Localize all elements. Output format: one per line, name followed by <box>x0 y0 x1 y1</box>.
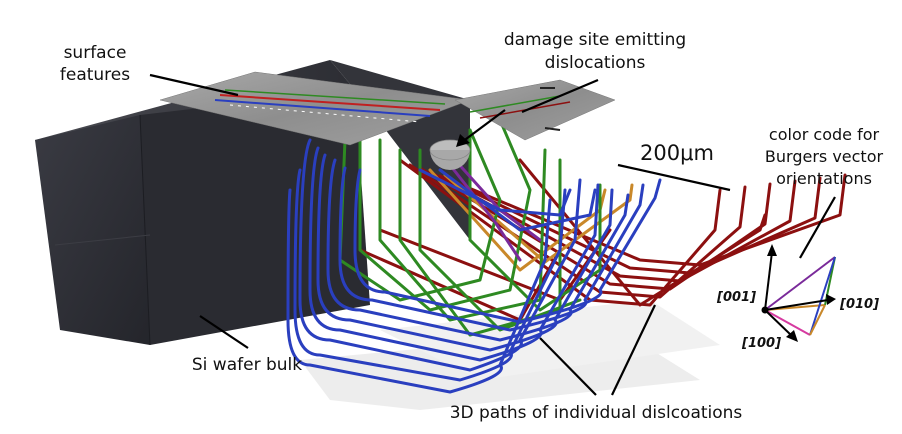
damage-site <box>429 139 471 170</box>
axis-label-010: [010] <box>839 297 879 312</box>
paths-label: 3D paths of individual dislcoations <box>450 403 743 423</box>
wafer-bulk-label: Si wafer bulk <box>192 355 302 375</box>
red-dislocation-path <box>518 158 767 307</box>
purple-dislocation-path <box>448 163 522 262</box>
blue-dislocation-path <box>286 188 552 394</box>
burgers-tetrahedron <box>764 256 836 336</box>
surface-features-label-1: surface <box>64 43 127 63</box>
leader-lines <box>149 73 836 396</box>
green-dislocation-path <box>418 148 582 332</box>
surface-plate-right <box>454 79 616 141</box>
blue-dislocation-path <box>308 146 600 362</box>
color-code-label-3: orientations <box>776 169 872 188</box>
surface-plate-left <box>159 71 471 146</box>
dislocation-paths <box>286 118 847 394</box>
scale-bar-label: 200μm <box>640 141 714 165</box>
axis-label-001: [001] <box>716 290 756 305</box>
si-wafer-block <box>35 60 470 346</box>
color-code-label-1: color code for <box>769 125 880 144</box>
blue-dislocation-path <box>293 168 567 382</box>
blue-dislocation-path <box>316 153 614 352</box>
coordinate-axes <box>761 244 836 342</box>
blue-dislocation-path <box>326 158 630 342</box>
damage-arrow <box>456 109 506 147</box>
blue-dislocation-path <box>353 168 662 324</box>
color-code-label-2: Burgers vector <box>765 147 884 166</box>
red-dislocation-path <box>448 173 847 267</box>
axis-label-100: [100] <box>741 336 781 351</box>
damage-site-label-1: damage site emitting <box>504 30 686 50</box>
surface-features-label-2: features <box>60 65 130 85</box>
red-dislocation-path <box>398 158 722 307</box>
green-dislocation-path <box>378 138 547 322</box>
blue-dislocation-path <box>418 168 572 217</box>
damage-site-label-2: dislocations <box>545 53 646 73</box>
blue-dislocation-path <box>438 168 597 232</box>
red-dislocation-path <box>408 163 747 299</box>
blue-dislocation-path <box>338 166 645 332</box>
